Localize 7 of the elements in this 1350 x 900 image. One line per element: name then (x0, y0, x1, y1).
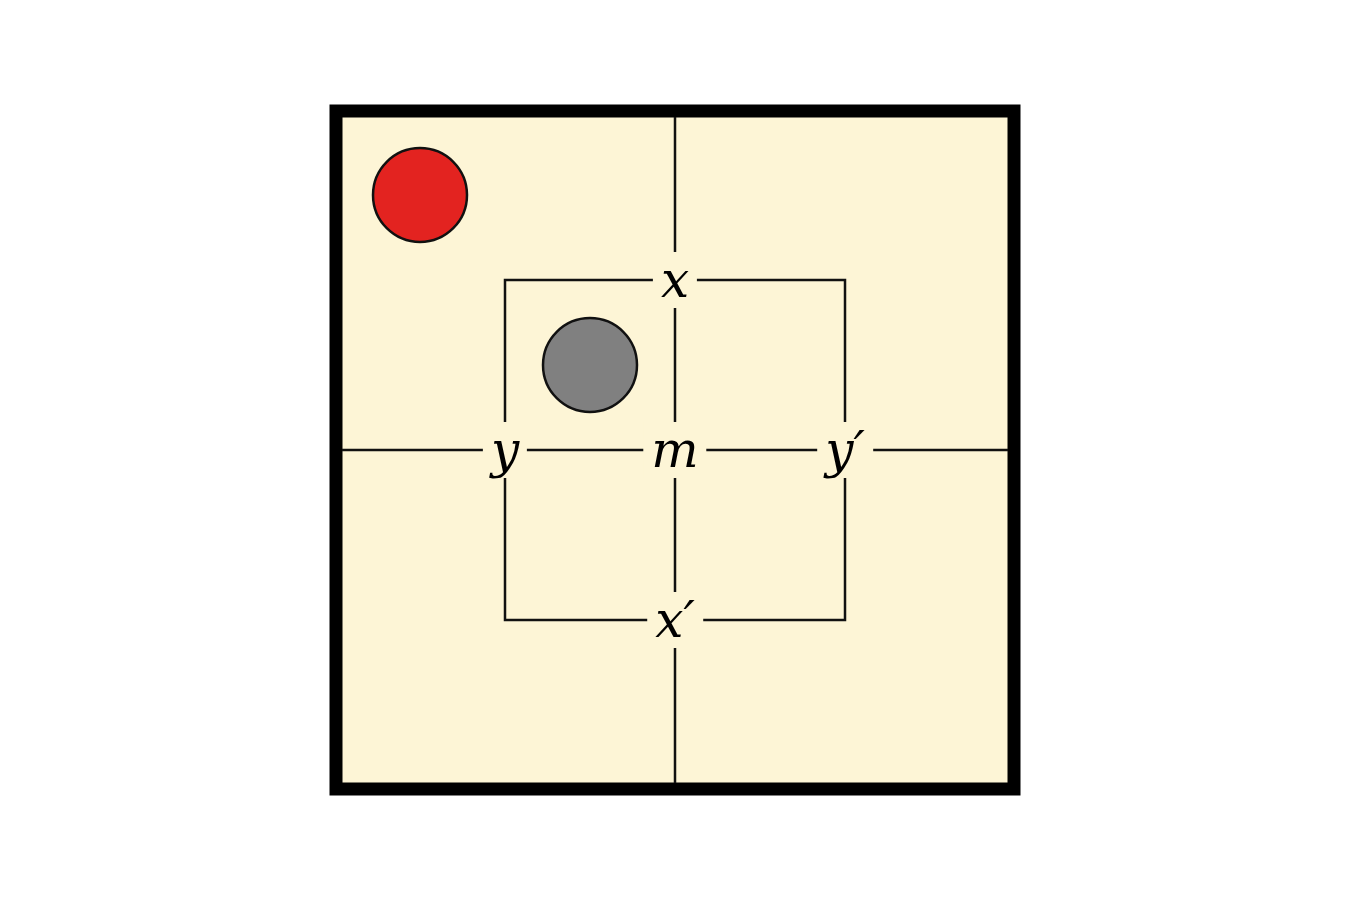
variable-label: x′ (647, 592, 703, 648)
variable-label: m (643, 422, 707, 478)
variable-label: y′ (817, 422, 873, 478)
variable-label: x (652, 252, 698, 308)
variable-label: y (482, 422, 528, 478)
game-piece (371, 146, 469, 244)
game-piece (541, 316, 639, 414)
